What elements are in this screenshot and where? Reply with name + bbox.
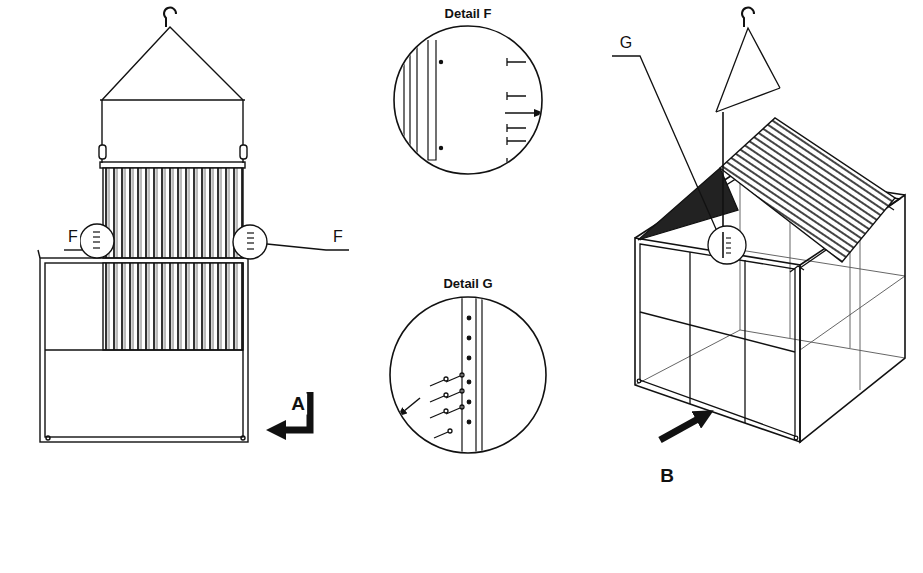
detail-g — [390, 288, 546, 460]
callout-letter: G — [618, 34, 634, 52]
detail-f — [394, 20, 543, 180]
view-letter: A — [289, 394, 307, 415]
view-arrow — [284, 392, 310, 430]
left-view — [38, 8, 349, 442]
callout-letter: F — [66, 228, 80, 246]
detail-title: Detail G — [441, 277, 494, 291]
callout-letter: F — [331, 228, 345, 246]
view-arrow — [660, 419, 698, 440]
detail-title: Detail F — [443, 7, 494, 21]
view-letter: B — [658, 466, 676, 487]
right-view — [612, 8, 905, 442]
